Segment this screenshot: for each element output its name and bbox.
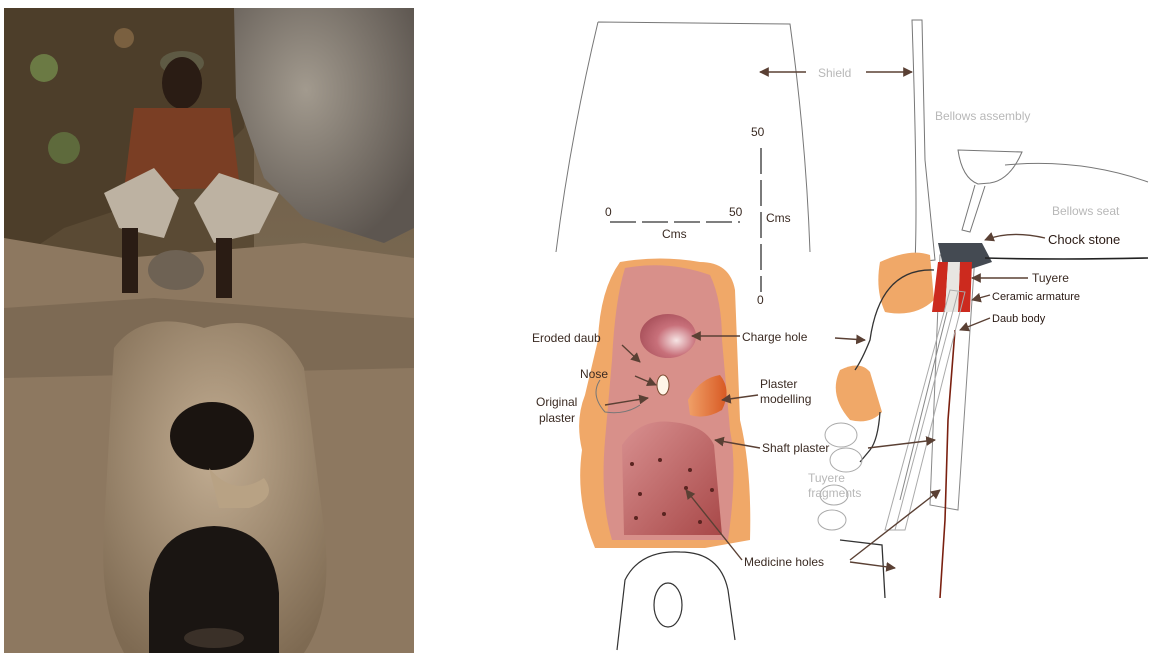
- nose-label: Nose: [580, 367, 608, 381]
- tuyere-label: Tuyere: [1032, 271, 1069, 285]
- shield-label: Shield: [818, 66, 851, 80]
- nose-shape: [657, 375, 669, 395]
- chock-stone-arrow: [985, 234, 1045, 240]
- side-profile-line: [840, 270, 934, 598]
- shaft-plaster-arrow-right: [868, 440, 935, 448]
- tuyere-shaft-outline: [885, 290, 965, 530]
- base-arch-outline: [617, 552, 735, 650]
- svg-text:0: 0: [605, 205, 612, 219]
- original-plaster-label-line2: plaster: [539, 411, 575, 425]
- charge-hole-label: Charge hole: [742, 330, 808, 344]
- ceramic-armature-label: Ceramic armature: [992, 291, 1080, 303]
- daub-body-arrow: [960, 318, 990, 330]
- shaft-plaster-label: Shaft plaster: [762, 441, 829, 455]
- tuyere-fragments-label-line2: fragments: [808, 486, 861, 500]
- bellows-stick: [912, 20, 935, 262]
- daub-body-wall: [940, 330, 955, 598]
- medicine-holes-arrow-right: [850, 490, 940, 560]
- medicine-holes-label: Medicine holes: [744, 555, 824, 569]
- vertical-scale-bar: 50 0 Cms: [751, 125, 791, 307]
- bellows-seat-label: Bellows seat: [1052, 204, 1120, 218]
- daub-blob-mid: [836, 365, 882, 421]
- ceramic-armature-arrow: [972, 295, 990, 300]
- charge-hole-right-arrow: [835, 338, 865, 340]
- bellows-seat-outline: [1005, 163, 1148, 182]
- svg-text:Cms: Cms: [662, 227, 687, 241]
- base-arch-inner: [654, 583, 682, 627]
- daub-blob-top: [878, 253, 934, 314]
- plaster-modelling-label-line2: modelling: [760, 392, 811, 406]
- eroded-daub-label: Eroded daub: [532, 331, 601, 345]
- tuyere-fragments-label-line1: Tuyere: [808, 471, 845, 485]
- medicine-holes-arrow-bottom: [850, 562, 895, 568]
- bellows-assembly-label: Bellows assembly: [935, 109, 1030, 123]
- svg-text:50: 50: [729, 205, 743, 219]
- svg-text:0: 0: [757, 293, 764, 307]
- ground-line-right: [985, 258, 1148, 259]
- chock-stone-label: Chock stone: [1048, 232, 1120, 247]
- original-plaster-label-line1: Original: [536, 395, 577, 409]
- horizontal-scale-bar: 0 50 Cms: [605, 205, 743, 241]
- charge-hole-shape: [640, 314, 696, 358]
- bellows-funnel: [958, 150, 1022, 232]
- svg-text:50: 50: [751, 125, 765, 139]
- daub-body-label: Daub body: [992, 313, 1046, 325]
- plaster-modelling-label-line1: Plaster: [760, 377, 797, 391]
- svg-text:Cms: Cms: [766, 211, 791, 225]
